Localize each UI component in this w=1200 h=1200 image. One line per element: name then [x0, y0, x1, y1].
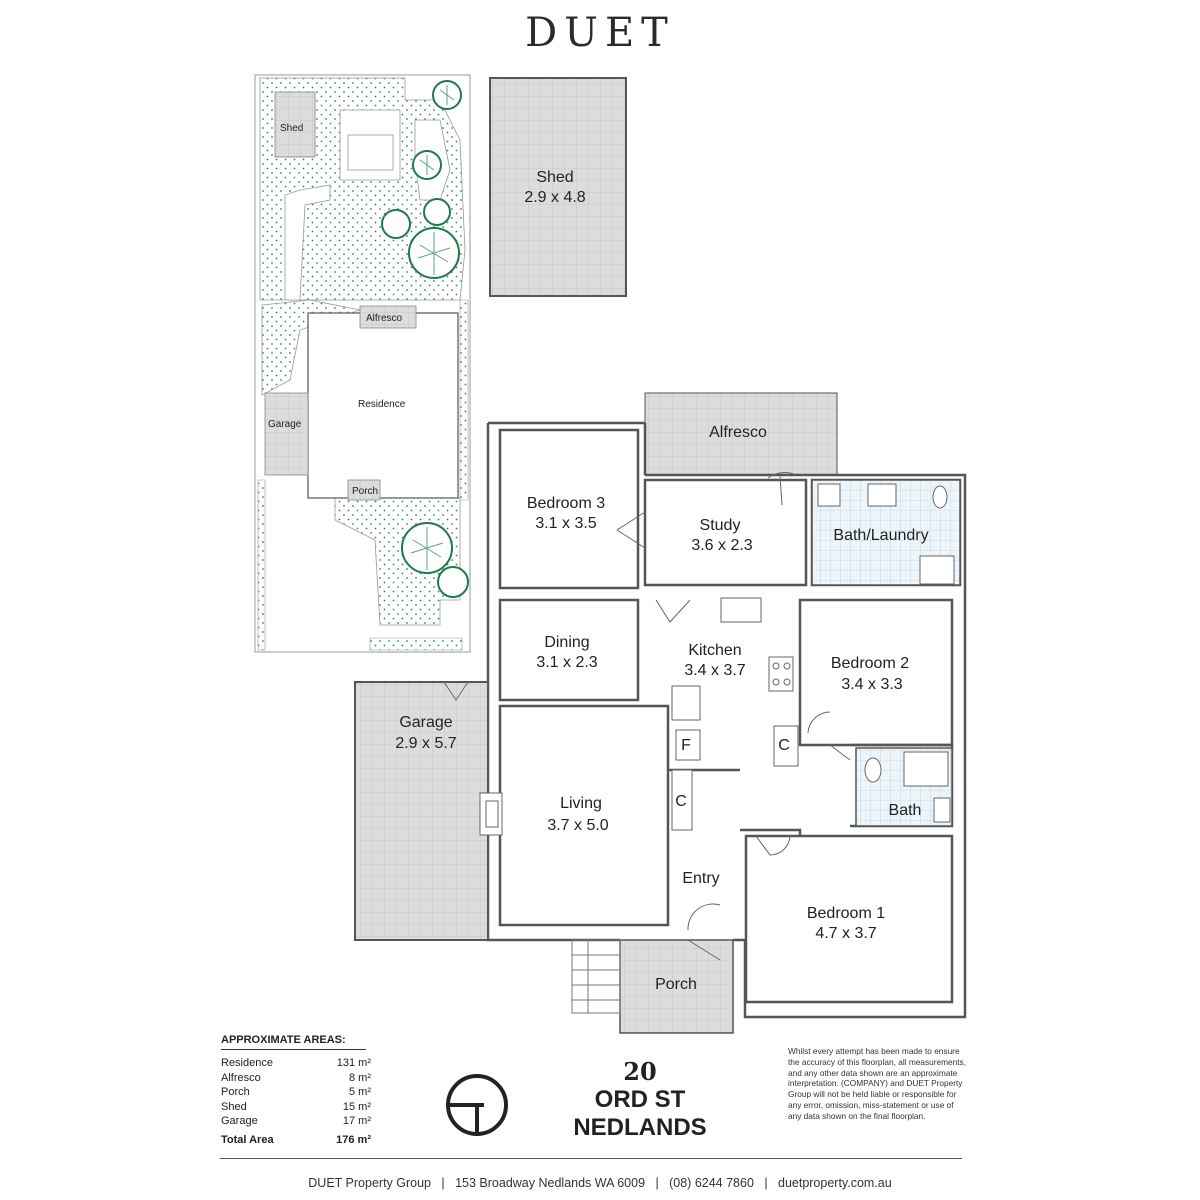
north-compass-icon — [446, 1074, 508, 1136]
bath-name: Bath — [889, 802, 922, 819]
property-address: 20 ORD ST NEDLANDS — [540, 1058, 740, 1142]
area-total-label: Total Area — [221, 1133, 274, 1146]
shed-dims: 2.9 x 4.8 — [524, 189, 585, 206]
area-label: Porch — [221, 1086, 250, 1098]
dining-dims: 3.1 x 2.3 — [536, 654, 597, 671]
site-shed-label: Shed — [280, 123, 303, 134]
kitchen-name: Kitchen — [688, 642, 741, 659]
brand-logo: DUET — [525, 10, 675, 56]
site-garage — [264, 392, 309, 476]
area-total-row: Total Area 176 m² — [221, 1133, 371, 1148]
garage-dims: 2.9 x 5.7 — [395, 735, 456, 752]
area-value: 17 m² — [342, 1115, 371, 1127]
site-shed — [274, 91, 316, 158]
area-label: Shed — [221, 1100, 247, 1113]
area-total-value: 176 m² — [336, 1133, 371, 1146]
site-residence-label: Residence — [358, 399, 406, 410]
area-label: Alfresco — [221, 1071, 261, 1084]
site-alfresco — [359, 305, 417, 329]
street-number: 20 — [623, 1057, 657, 1086]
room-garage — [354, 681, 489, 941]
suburb: NEDLANDS — [573, 1114, 707, 1141]
area-label: Residence — [221, 1057, 273, 1069]
site-porch-label: Porch — [352, 486, 378, 497]
site-alfresco-label: Alfresco — [366, 313, 403, 324]
garage-name: Garage — [399, 714, 452, 731]
bath-laundry-name: Bath/Laundry — [833, 527, 928, 544]
areas-title: APPROXIMATE AREAS: — [221, 1034, 366, 1050]
area-row: Alfresco 8 m² — [221, 1071, 371, 1086]
alfresco-name: Alfresco — [709, 424, 767, 441]
living-dims: 3.7 x 5.0 — [547, 817, 608, 834]
room-porch — [619, 939, 734, 1034]
porch-name: Porch — [655, 976, 697, 993]
areas-table: APPROXIMATE AREAS: Residence 131 m² Alfre… — [221, 1034, 371, 1147]
porch-steps — [571, 939, 621, 1014]
cupboard-label: C — [675, 793, 687, 810]
door-swings — [443, 472, 851, 961]
area-value: 15 m² — [342, 1100, 371, 1113]
room-shed — [489, 77, 627, 297]
footer-contact: DUET Property Group | 153 Broadway Nedla… — [308, 1176, 892, 1190]
kitchen-dims: 3.4 x 3.7 — [684, 662, 745, 679]
site-residence — [307, 312, 459, 499]
area-row: Porch 5 m² — [221, 1085, 371, 1100]
disclaimer-text: Whilst every attempt has been made to en… — [788, 1046, 967, 1121]
cupboard-label: C — [778, 737, 790, 754]
bedroom3-name: Bedroom 3 — [527, 495, 605, 512]
area-row: Residence 131 m² — [221, 1056, 371, 1071]
exterior-walls — [486, 421, 967, 1019]
bedroom3-dims: 3.1 x 3.5 — [535, 515, 596, 532]
site-plan: Shed Alfresco Residence Garage Porch — [254, 74, 471, 653]
site-garage-label: Garage — [268, 419, 302, 430]
fridge-label: F — [681, 737, 691, 754]
shed-name: Shed — [536, 169, 573, 186]
study-name: Study — [700, 517, 741, 534]
area-value: 5 m² — [349, 1086, 371, 1098]
fixtures — [479, 483, 955, 836]
area-row: Shed 15 m² — [221, 1100, 371, 1115]
bedroom2-dims: 3.4 x 3.3 — [841, 676, 902, 693]
site-porch — [347, 479, 381, 501]
footer-divider — [220, 1158, 962, 1159]
living-name: Living — [560, 795, 602, 812]
bedroom2-name: Bedroom 2 — [831, 655, 909, 672]
bedroom1-dims: 4.7 x 3.7 — [815, 925, 876, 942]
area-row: Garage 17 m² — [221, 1114, 371, 1129]
bedroom1-name: Bedroom 1 — [807, 905, 885, 922]
site-garden-side — [261, 299, 362, 396]
study-dims: 3.6 x 2.3 — [691, 537, 752, 554]
area-label: Garage — [221, 1115, 258, 1127]
area-value: 131 m² — [336, 1057, 371, 1069]
street-name: ORD ST — [594, 1086, 686, 1113]
entry-name: Entry — [682, 870, 719, 887]
dining-name: Dining — [544, 634, 589, 651]
area-value: 8 m² — [349, 1071, 371, 1084]
room-alfresco — [644, 392, 838, 476]
